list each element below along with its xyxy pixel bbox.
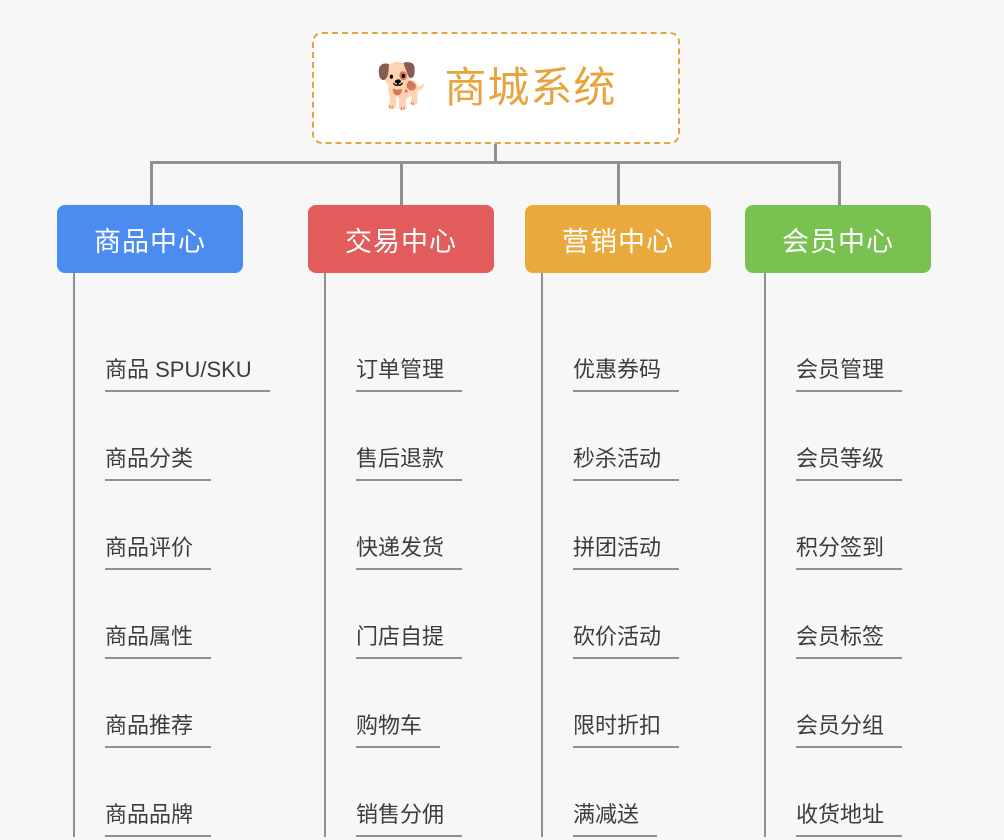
leaf-label: 商品分类 [105,448,212,481]
category-node-marketing-center[interactable]: 营销中心 [525,205,711,273]
connector-drop-product-center [150,161,153,205]
connector-drop-marketing-center [617,161,620,205]
list-item[interactable]: 商品分类 [75,392,270,481]
list-item[interactable]: 砍价活动 [543,570,711,659]
list-item[interactable]: 会员标签 [766,570,931,659]
category-label: 会员中心 [782,226,894,257]
branch-member-center: 会员中心 会员管理 会员等级 积分签到 会员标签 会员分组 收货地址 [745,205,931,837]
leaf-label: 商品评价 [105,537,212,570]
list-item[interactable]: 商品评价 [75,481,270,570]
category-label: 商品中心 [94,226,206,257]
leaf-label: 商品属性 [105,626,212,659]
leaf-label: 销售分佣 [356,804,463,837]
list-item[interactable]: 销售分佣 [326,748,494,837]
list-item[interactable]: 购物车 [326,659,494,748]
category-node-trade-center[interactable]: 交易中心 [308,205,494,273]
list-item[interactable]: 商品推荐 [75,659,270,748]
category-node-member-center[interactable]: 会员中心 [745,205,931,273]
leaf-label: 砍价活动 [573,626,680,659]
list-item[interactable]: 商品属性 [75,570,270,659]
leaf-label: 会员管理 [796,359,903,392]
leaf-list-trade-center: 订单管理 售后退款 快递发货 门店自提 购物车 销售分佣 [324,273,494,837]
list-item[interactable]: 商品品牌 [75,748,270,837]
leaf-list-marketing-center: 优惠券码 秒杀活动 拼团活动 砍价活动 限时折扣 满减送 [541,273,711,837]
leaf-label: 秒杀活动 [573,448,680,481]
leaf-label: 门店自提 [356,626,463,659]
leaf-label: 会员等级 [796,448,903,481]
leaf-label: 满减送 [573,804,658,837]
list-item[interactable]: 满减送 [543,748,711,837]
list-item[interactable]: 积分签到 [766,481,931,570]
list-item[interactable]: 收货地址 [766,748,931,837]
category-label: 交易中心 [345,226,457,257]
leaf-label: 收货地址 [796,804,903,837]
list-item[interactable]: 会员等级 [766,392,931,481]
list-item[interactable]: 门店自提 [326,570,494,659]
category-node-product-center[interactable]: 商品中心 [57,205,243,273]
list-item[interactable]: 拼团活动 [543,481,711,570]
shiba-inu-dog-face-icon: 🐕 [375,62,431,111]
connector-root-stem [494,144,497,163]
leaf-label: 快递发货 [356,537,463,570]
leaf-label: 购物车 [356,715,441,748]
leaf-label: 会员分组 [796,715,903,748]
list-item[interactable]: 优惠券码 [543,303,711,392]
leaf-label: 优惠券码 [573,359,680,392]
leaf-list-member-center: 会员管理 会员等级 积分签到 会员标签 会员分组 收货地址 [764,273,931,837]
leaf-label: 积分签到 [796,537,903,570]
list-item[interactable]: 售后退款 [326,392,494,481]
list-item[interactable]: 秒杀活动 [543,392,711,481]
root-node[interactable]: 🐕 商城系统 [312,32,680,144]
leaf-label: 商品品牌 [105,804,212,837]
list-item[interactable]: 会员分组 [766,659,931,748]
list-item[interactable]: 商品 SPU/SKU [75,303,270,392]
list-item[interactable]: 会员管理 [766,303,931,392]
leaf-label: 商品 SPU/SKU [105,359,270,392]
category-label: 营销中心 [562,226,674,257]
branch-trade-center: 交易中心 订单管理 售后退款 快递发货 门店自提 购物车 销售分佣 [308,205,494,837]
leaf-label: 商品推荐 [105,715,212,748]
list-item[interactable]: 订单管理 [326,303,494,392]
leaf-label: 会员标签 [796,626,903,659]
connector-drop-trade-center [400,161,403,205]
leaf-label: 订单管理 [356,359,463,392]
connector-drop-member-center [838,161,841,205]
list-item[interactable]: 快递发货 [326,481,494,570]
branch-product-center: 商品中心 商品 SPU/SKU 商品分类 商品评价 商品属性 商品推荐 商品品牌 [57,205,270,837]
list-item[interactable]: 限时折扣 [543,659,711,748]
leaf-label: 拼团活动 [573,537,680,570]
leaf-label: 限时折扣 [573,715,680,748]
leaf-label: 售后退款 [356,448,463,481]
root-title: 商城系统 [444,64,617,111]
connector-horizontal-bus [150,161,841,164]
leaf-list-product-center: 商品 SPU/SKU 商品分类 商品评价 商品属性 商品推荐 商品品牌 [73,273,270,837]
branch-marketing-center: 营销中心 优惠券码 秒杀活动 拼团活动 砍价活动 限时折扣 满减送 [525,205,711,837]
